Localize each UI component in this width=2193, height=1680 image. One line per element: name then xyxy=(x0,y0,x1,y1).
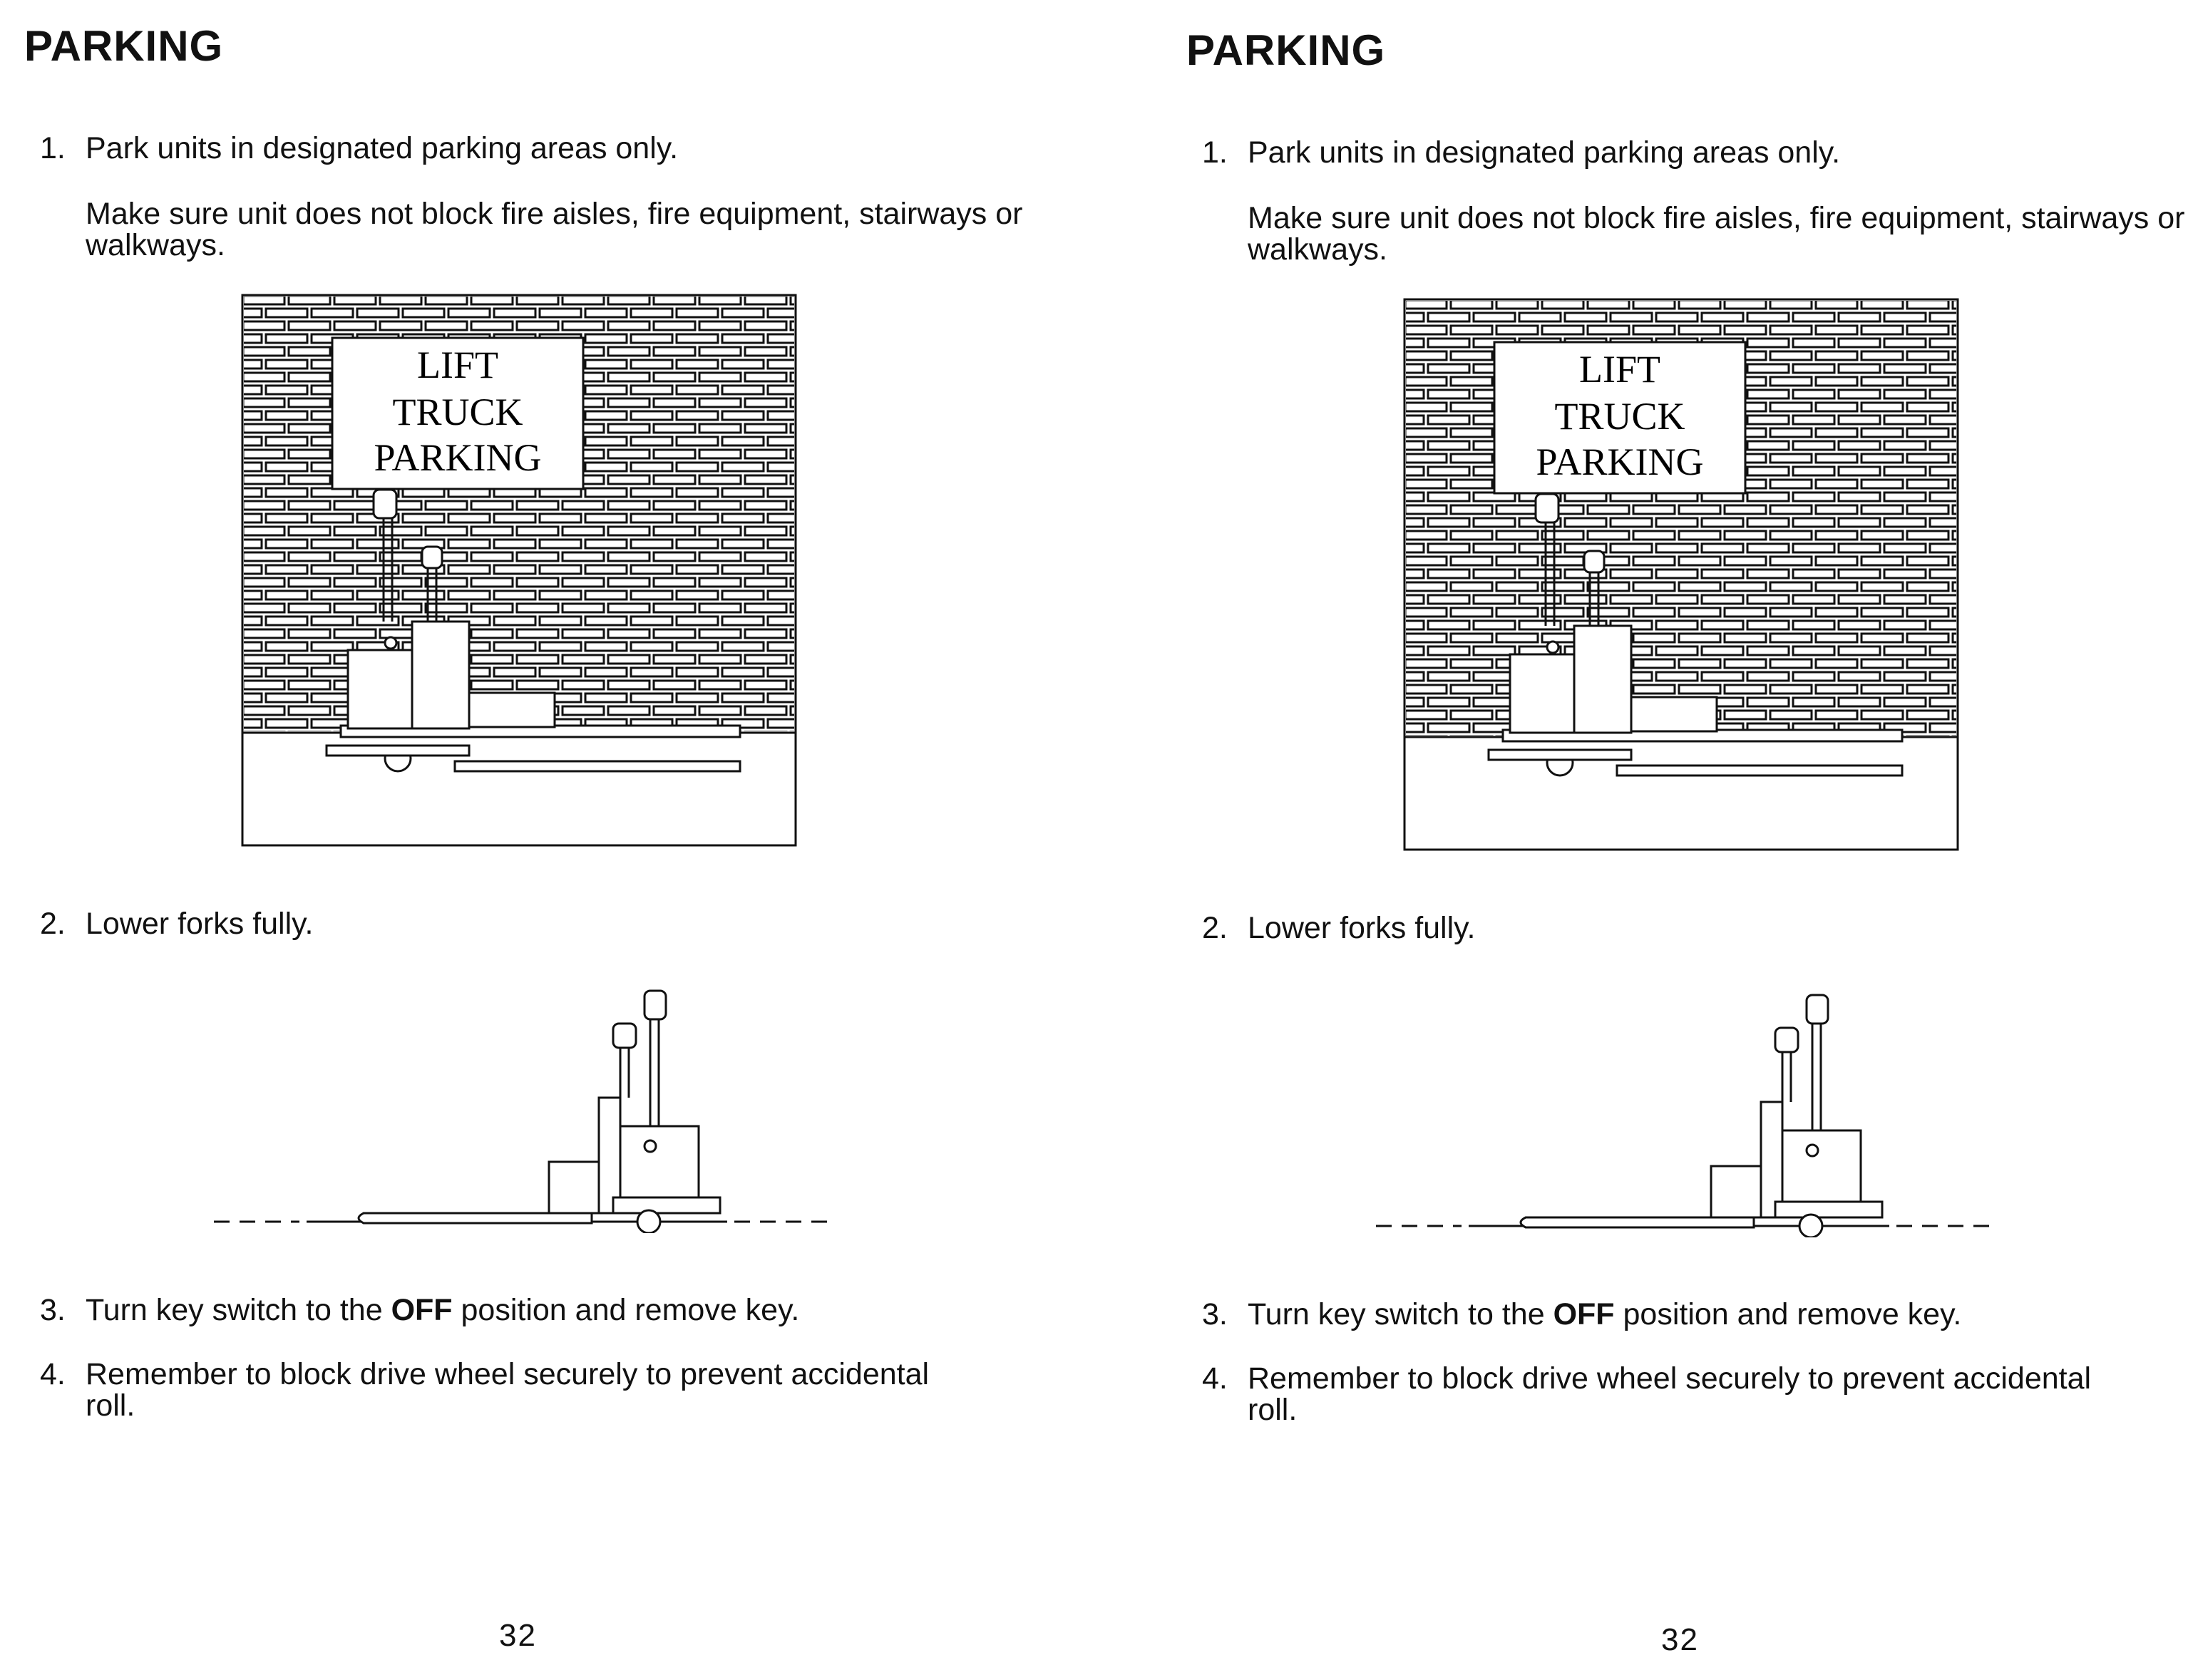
step-number: 1. xyxy=(40,131,66,165)
lowered-forks-illustration xyxy=(214,984,827,1233)
sign-line-3: PARKING xyxy=(1536,440,1703,483)
step-1-note: Make sure unit does not block fire aisle… xyxy=(1248,201,2185,267)
step-text: Lower forks fully. xyxy=(1248,911,1476,945)
step-text-part: Turn key switch to the xyxy=(86,1293,391,1327)
step-4: 4. Remember to block drive wheel securel… xyxy=(40,1359,1052,1421)
sign-line-1: LIFT xyxy=(1579,348,1660,391)
step-text-part: Turn key switch to the xyxy=(1248,1297,1553,1331)
parking-sign xyxy=(1493,341,1747,495)
step-text: Park units in designated parking areas o… xyxy=(86,131,679,165)
sign-line-1: LIFT xyxy=(417,344,498,386)
page-title: PARKING xyxy=(24,22,224,70)
step-number: 4. xyxy=(1202,1361,1228,1396)
step-number: 3. xyxy=(40,1293,66,1327)
off-keyword: OFF xyxy=(391,1293,453,1327)
step-text: Park units in designated parking areas o… xyxy=(1248,135,1841,170)
lift-truck-parking-illustration: LIFT TRUCK PARKING xyxy=(241,294,797,847)
step-number: 2. xyxy=(1202,911,1228,945)
page-number: 32 xyxy=(1661,1622,1699,1657)
sign-line-2: TRUCK xyxy=(392,391,523,433)
step-2: 2. Lower forks fully. xyxy=(1202,912,2193,944)
step-text: Remember to block drive wheel securely t… xyxy=(86,1357,930,1423)
right-page: PARKING 1. Park units in designated park… xyxy=(1162,4,2193,1680)
step-3: 3. Turn key switch to the OFF position a… xyxy=(40,1294,1052,1326)
step-1: 1. Park units in designated parking area… xyxy=(40,133,1052,164)
step-2: 2. Lower forks fully. xyxy=(40,908,1052,939)
pallet-truck-icon xyxy=(325,488,741,773)
step-1: 1. Park units in designated parking area… xyxy=(1202,137,2193,168)
step-number: 4. xyxy=(40,1357,66,1391)
step-text-part: position and remove key. xyxy=(1614,1297,1962,1331)
sign-line-3: PARKING xyxy=(374,436,541,479)
step-number: 2. xyxy=(40,907,66,941)
page-title: PARKING xyxy=(1186,26,1386,74)
step-1-note: Make sure unit does not block fire aisle… xyxy=(86,197,1023,262)
pallet-truck-icon xyxy=(1487,493,1904,777)
step-number: 1. xyxy=(1202,135,1228,170)
step-text: Turn key switch to the OFF position and … xyxy=(86,1294,1052,1326)
sign-line-2: TRUCK xyxy=(1554,395,1685,438)
step-text: Remember to block drive wheel securely t… xyxy=(1248,1361,2092,1427)
step-4: 4. Remember to block drive wheel securel… xyxy=(1202,1363,2193,1426)
step-number: 3. xyxy=(1202,1297,1228,1331)
left-page: PARKING 1. Park units in designated park… xyxy=(0,0,1096,1676)
page-number: 32 xyxy=(499,1618,537,1653)
lift-truck-parking-illustration: LIFT TRUCK PARKING xyxy=(1403,298,1959,851)
step-3: 3. Turn key switch to the OFF position a… xyxy=(1202,1299,2193,1330)
step-text: Turn key switch to the OFF position and … xyxy=(1248,1299,2193,1330)
off-keyword: OFF xyxy=(1553,1297,1615,1331)
step-text-part: position and remove key. xyxy=(452,1293,800,1327)
parking-sign xyxy=(331,336,585,490)
step-text: Lower forks fully. xyxy=(86,907,314,941)
lowered-forks-illustration xyxy=(1376,988,1989,1237)
